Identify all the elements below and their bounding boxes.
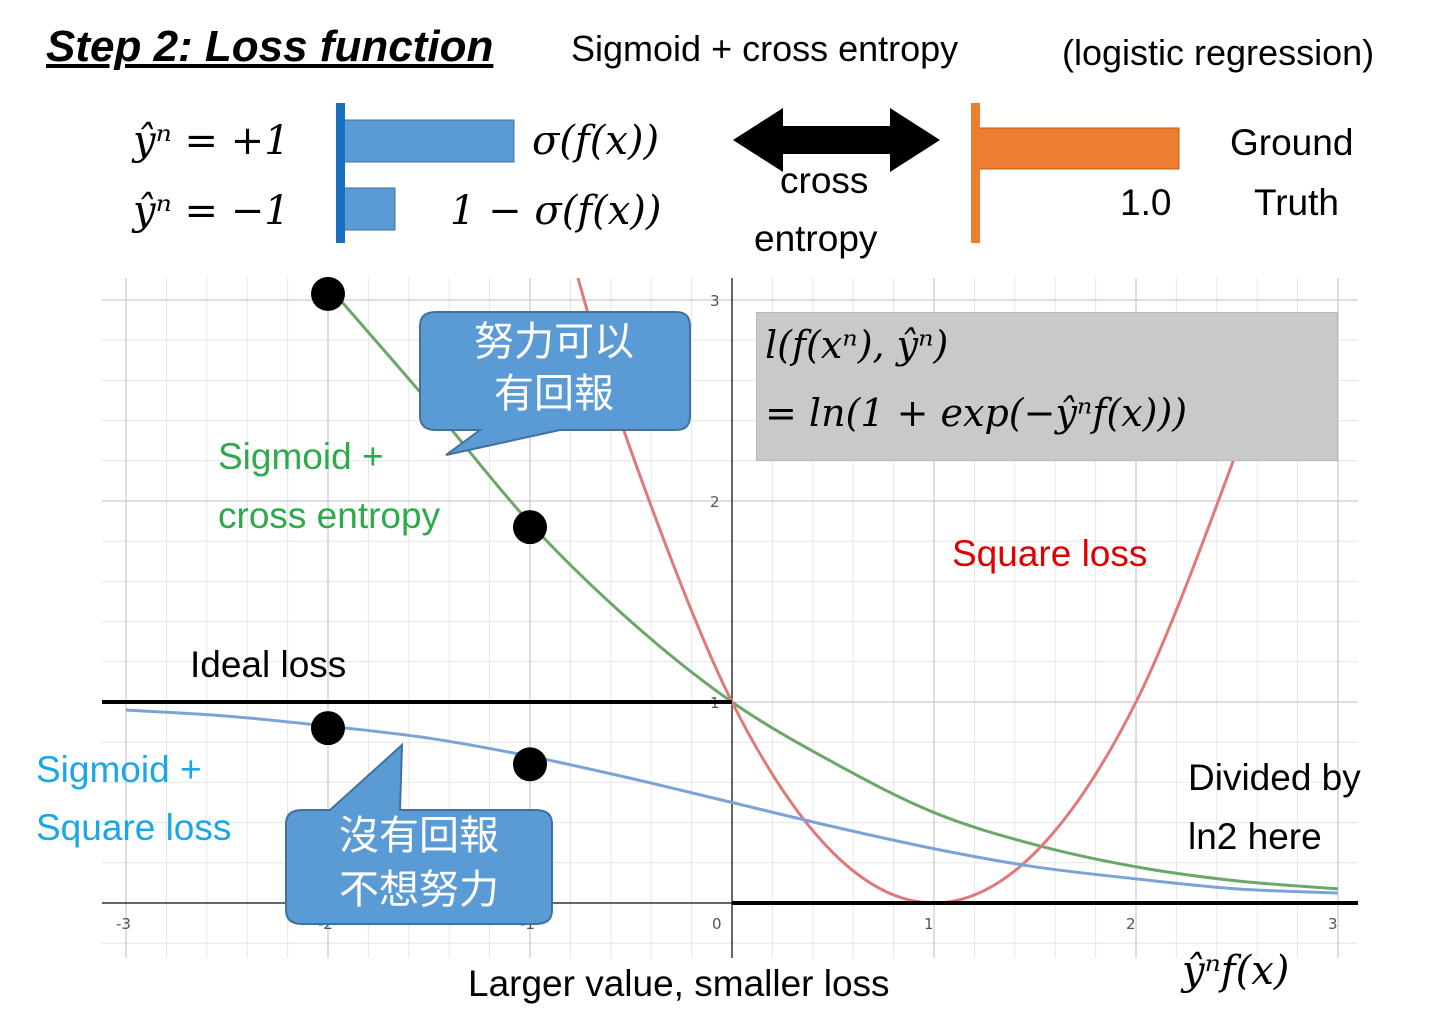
x-tick-label: 1 [924, 915, 934, 933]
formula-line-1: l(f(xⁿ), ŷⁿ) [765, 323, 949, 367]
speech-bubbles [285, 311, 691, 925]
x-tick-label: 3 [1328, 915, 1338, 933]
one-minus-sigma-bar [341, 187, 396, 231]
square-loss-annotation: Square loss [952, 533, 1148, 574]
data-point [513, 510, 547, 545]
blue-annotation-2: Square loss [36, 807, 232, 848]
divided-annotation-1: Divided by [1188, 757, 1361, 798]
data-point [311, 711, 345, 746]
sigma-bar [341, 119, 515, 163]
ground-truth-label-1: Ground [1230, 122, 1354, 163]
data-point [311, 276, 345, 311]
prediction-bars [336, 103, 1180, 243]
bubble-bottom [285, 742, 553, 925]
blue-annotation-1: Sigmoid + [36, 749, 202, 790]
green-annotation-1: Sigmoid + [218, 436, 384, 477]
ground-truth-bar [974, 127, 1180, 170]
series-sigmoid-cross-entropy [326, 284, 1339, 891]
subtitle-paren: (logistic regression) [1062, 32, 1375, 73]
x-tick-label: -3 [116, 915, 131, 933]
y-tick-label: 3 [710, 292, 720, 310]
x-axis-label: ŷⁿf(x) [1182, 948, 1290, 994]
truth-value: 1.0 [1120, 182, 1172, 223]
sigma-label: σ(f(x)) [532, 118, 660, 164]
cross-entropy-label-1: cross [780, 160, 869, 201]
data-point [513, 747, 547, 782]
bubble-top-line-1: 努力可以 [474, 319, 634, 365]
cross-entropy-label-2: entropy [754, 218, 878, 259]
subtitle: Sigmoid + cross entropy [571, 28, 959, 69]
points [311, 276, 547, 782]
prediction-axis [336, 103, 345, 243]
bubble-bottom-line-1: 沒有回報 [339, 813, 499, 859]
divided-annotation-2: ln2 here [1188, 816, 1322, 857]
bubble-bottom-line-2: 不想努力 [339, 867, 499, 913]
y-neg-label: ŷⁿ = −1 [133, 188, 290, 234]
formula-box: l(f(xⁿ), ŷⁿ) = ln(1 + exp(−ŷⁿf(x))) [756, 312, 1338, 461]
ground-truth-label-2: Truth [1254, 182, 1339, 223]
bubble-top-line-2: 有回報 [494, 371, 614, 417]
double-arrow [733, 108, 940, 172]
ideal-loss-annotation: Ideal loss [190, 644, 347, 685]
x-caption: Larger value, smaller loss [468, 963, 890, 1004]
formula-line-2: = ln(1 + exp(−ŷⁿf(x))) [765, 391, 1188, 435]
page-title: Step 2: Loss function [46, 22, 494, 71]
x-tick-label: 0 [712, 915, 722, 933]
y-tick-label: 2 [710, 493, 720, 511]
green-annotation-2: cross entropy [218, 495, 441, 536]
one-minus-sigma-label: 1 − σ(f(x)) [450, 188, 662, 234]
y-pos-label: ŷⁿ = +1 [133, 118, 290, 164]
x-tick-label: 2 [1126, 915, 1136, 933]
truth-axis [971, 103, 980, 243]
bubble-top [419, 311, 691, 456]
